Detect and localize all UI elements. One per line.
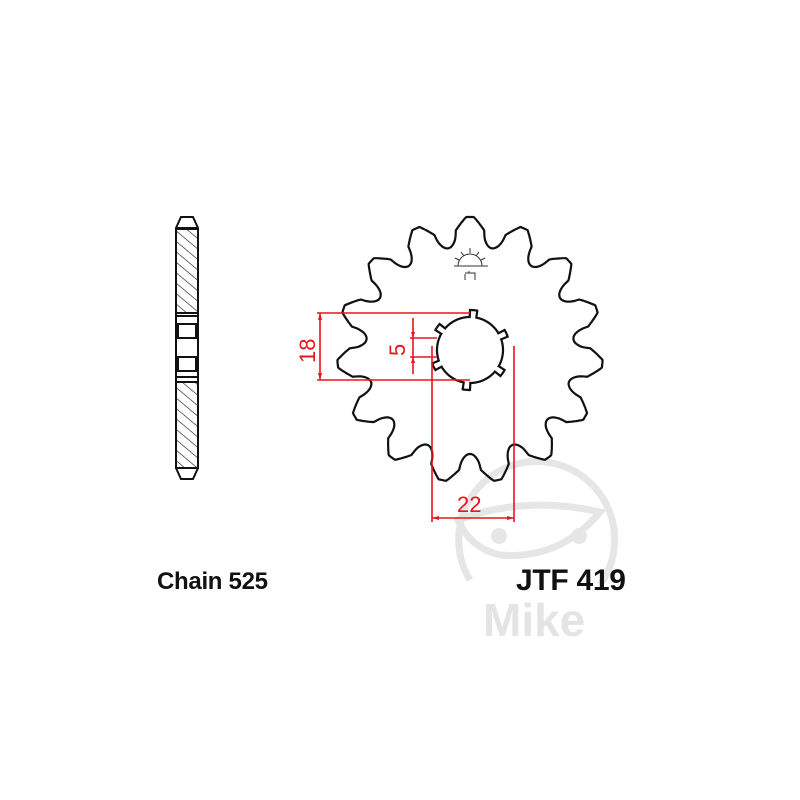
dimension-lines <box>317 312 515 522</box>
hub-bore-outline <box>430 308 510 392</box>
chain-label: Chain 525 <box>157 568 268 595</box>
watermark-text: Mike <box>483 594 585 646</box>
dim-18-label: 18 <box>295 339 320 363</box>
part-number-label: JTF 419 <box>516 564 626 597</box>
sprocket-side-view <box>175 216 199 480</box>
dim-5-label: 5 <box>385 344 410 356</box>
dim-22-label: 22 <box>457 492 481 517</box>
jt-logo-icon <box>454 248 488 280</box>
sprocket-outline <box>336 215 604 482</box>
